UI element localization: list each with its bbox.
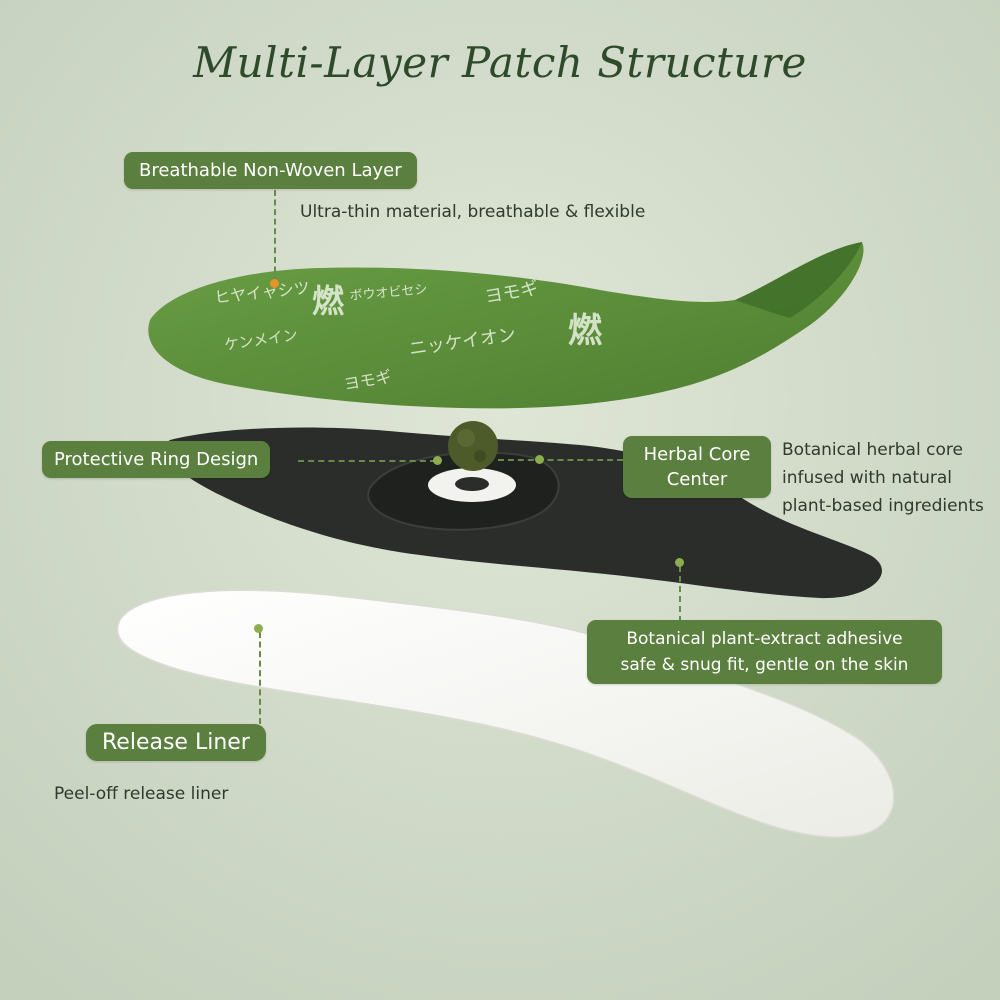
marker-dot-protective-ring — [433, 456, 442, 465]
label-adhesive-line2: safe & snug fit, gentle on the skin — [620, 655, 909, 675]
desc-breathable-non-woven-layer: Ultra-thin material, breathable & flexib… — [300, 202, 646, 222]
leader-line-breathable — [274, 190, 276, 282]
label-botanical-adhesive: Botanical plant-extract adhesive safe & … — [587, 620, 942, 684]
desc-herbal-core-center: Botanical herbal core infused with natur… — [782, 436, 984, 520]
label-herbal-core-line1: Herbal Core — [643, 444, 751, 465]
leader-line-adhesive — [679, 566, 681, 622]
desc-herbal-core-line2: infused with natural — [782, 468, 952, 488]
label-release-liner: Release Liner — [86, 724, 266, 761]
label-breathable-non-woven-layer: Breathable Non-Woven Layer — [124, 152, 417, 189]
page-title: Multi-Layer Patch Structure — [193, 38, 807, 87]
breathable-green-layer — [148, 242, 864, 409]
pattern-text: ボウオビセシ — [349, 282, 428, 304]
ring-hole — [455, 477, 489, 491]
label-herbal-core-line2: Center — [666, 469, 728, 490]
leader-line-protective-ring — [298, 460, 436, 462]
desc-herbal-core-line1: Botanical herbal core — [782, 440, 963, 460]
marker-dot-breathable — [270, 279, 279, 288]
marker-dot-herbal-core — [535, 455, 544, 464]
leader-line-release-liner — [259, 632, 261, 724]
label-protective-ring-design: Protective Ring Design — [42, 441, 271, 478]
marker-dot-adhesive — [675, 558, 684, 567]
release-liner-layer — [116, 589, 895, 838]
pattern-text: 燃 — [568, 311, 603, 351]
herbal-core-ball — [448, 421, 498, 471]
leader-line-herbal-core — [498, 459, 623, 461]
label-herbal-core-center: Herbal Core Center — [623, 436, 771, 498]
label-adhesive-line1: Botanical plant-extract adhesive — [626, 629, 903, 649]
marker-dot-release-liner — [254, 624, 263, 633]
desc-release-liner: Peel-off release liner — [54, 784, 229, 804]
pattern-text: 燃 — [312, 282, 345, 320]
desc-herbal-core-line3: plant-based ingredients — [782, 496, 984, 516]
